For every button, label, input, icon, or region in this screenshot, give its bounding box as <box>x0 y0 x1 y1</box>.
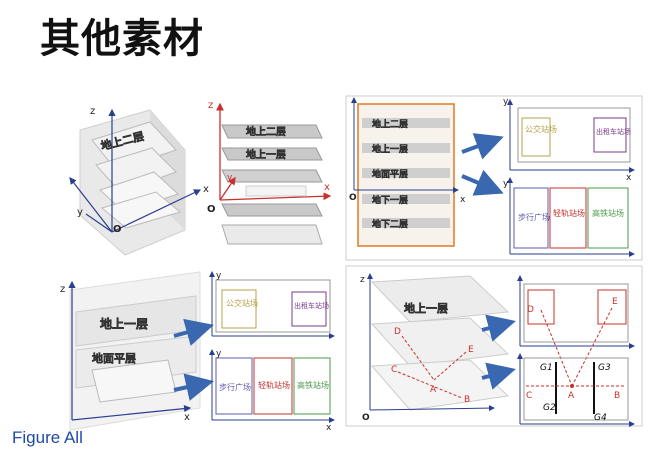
axis-x-label-3: x <box>460 195 466 205</box>
point-c-label-3d: C <box>391 365 397 375</box>
figure-caption: Figure All <box>12 428 83 447</box>
zone-rail-label: 轻轨站场 <box>553 208 585 218</box>
zone-hsr-label-4: 高铁站场 <box>297 380 329 390</box>
point-b-label: B <box>614 391 620 401</box>
floor-label-above1-e: 地上一层 <box>404 301 448 315</box>
gate-g2-label: G2 <box>543 403 556 413</box>
origin-label-5: O <box>362 413 370 423</box>
point-b-label-3d: B <box>464 395 470 405</box>
axis-x-label-2: x <box>324 182 330 193</box>
floor-label-below2-c: 地下二层 <box>372 218 408 230</box>
axis-y-label-4a: y <box>216 271 222 281</box>
floor-label-above1-d: 地上一层 <box>100 316 148 331</box>
axis-z-label-2: z <box>208 100 213 111</box>
axis-z-label: z <box>90 106 95 117</box>
axis-z-label-5: z <box>360 275 365 285</box>
point-e-label-3d: E <box>468 345 474 355</box>
floor-label-below1-c: 地下一层 <box>372 194 408 206</box>
zone-rail-label-4: 轻轨站场 <box>258 380 290 390</box>
axis-y-label-3a: y <box>503 97 509 107</box>
gate-g1-label: G1 <box>540 363 553 373</box>
zone-hsr-label: 高铁站场 <box>592 208 624 218</box>
point-d-label-3d: D <box>394 327 401 337</box>
zone-walk-label: 步行广场 <box>518 212 550 222</box>
panel-floor-to-map: 地上二层 地上一层 地面平层 地下一层 地下二层 O x 公交站场 出租车站场 … <box>345 95 643 261</box>
point-a-label-3d: A <box>430 385 437 395</box>
gate-g4-label: G4 <box>594 413 607 423</box>
zone-taxi-label: 出租车站场 <box>596 127 631 136</box>
point-a-label: A <box>568 391 575 401</box>
floor-label-above2-c: 地上二层 <box>372 118 408 130</box>
zone-bus-label: 公交站场 <box>525 124 557 134</box>
floor-label-above2-b: 地上二层 <box>246 125 286 138</box>
axis-y-label-4b: y <box>216 349 222 359</box>
panel-floor-slabs: z x y O 地上二层 地上一层 <box>207 100 332 245</box>
panel-3d-to-map: z x 地上一层 地面平层 公交站场 出租车站场 y 步行广场 轻轨站场 高铁站… <box>60 271 335 433</box>
panel-path-network: 地上一层 z O D E C B A D E A C B G1 <box>345 265 643 427</box>
axis-x-label-3a: x <box>626 173 632 183</box>
floor-label-above1-b: 地上一层 <box>246 148 286 161</box>
point-c-label: C <box>526 391 532 401</box>
axis-y-label-2: y <box>227 173 233 183</box>
origin-label-3: O <box>349 193 357 203</box>
page-title: 其他素材 <box>40 16 204 62</box>
axis-y-label-3b: y <box>503 179 509 189</box>
origin-label-2: O <box>207 204 216 215</box>
zone-taxi-label-4: 出租车站场 <box>294 301 329 310</box>
floor-label-above1-c: 地上一层 <box>372 143 408 155</box>
zone-bus-label-4: 公交站场 <box>226 298 258 308</box>
point-e-label: E <box>612 297 618 307</box>
axis-x-label-4: x <box>184 412 190 423</box>
axis-x-label-4b: x <box>326 423 332 433</box>
panel-3d-shelves: z x y O 地上二层 <box>69 106 209 256</box>
origin-label: O <box>113 224 122 235</box>
gate-g3-label: G3 <box>598 363 611 373</box>
axis-x-label: x <box>203 184 209 195</box>
axis-z-label-4: z <box>60 284 65 295</box>
floor-label-ground-c: 地面平层 <box>372 168 408 180</box>
zone-walk-label-4: 步行广场 <box>219 382 251 392</box>
axis-y-label: y <box>77 207 83 218</box>
floor-label-ground-d: 地面平层 <box>92 351 136 365</box>
point-d-label: D <box>527 305 534 315</box>
